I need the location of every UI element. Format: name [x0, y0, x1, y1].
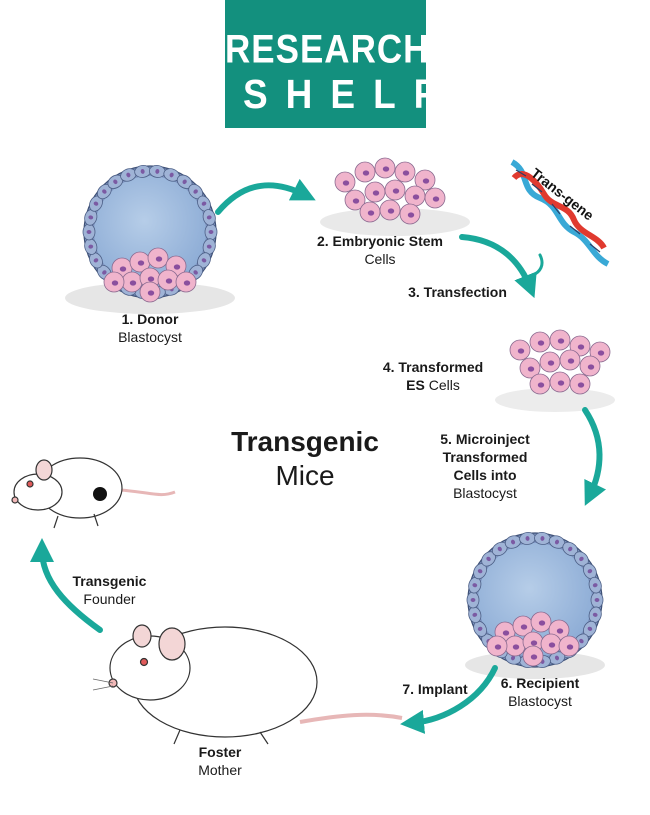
- step-2-title: 2. Embryonic Stem: [316, 233, 444, 249]
- stem-cell: [558, 635, 580, 657]
- step-1-subtitle: Blastocyst: [118, 329, 182, 345]
- stem-cell: [103, 271, 125, 293]
- step-5-line2: Transformed: [442, 449, 528, 465]
- step-6-subtitle: Blastocyst: [508, 693, 572, 709]
- arrow-microinject: [582, 407, 607, 506]
- founder-title: Transgenic: [72, 573, 147, 589]
- arrow-founder: [30, 538, 103, 633]
- stem-cell: [379, 199, 401, 221]
- step-6-title: 6. Recipient: [500, 675, 580, 691]
- step-2-label: 2. Embryonic Stem Cells: [300, 232, 460, 268]
- arrow-transfection: [459, 234, 537, 299]
- stem-cell: [374, 157, 396, 179]
- stem-cell: [509, 339, 531, 361]
- step-5-subtitle: Blastocyst: [453, 485, 517, 501]
- arrow-implant: [400, 665, 498, 734]
- step-4-subtitle: Cells: [428, 377, 460, 393]
- founder-label: Transgenic Founder: [62, 572, 157, 608]
- stem-cell: [549, 329, 571, 351]
- step-4-title: 4. Transformed: [382, 359, 484, 375]
- stem-cell: [504, 635, 526, 657]
- diagram-title: Transgenic Mice: [200, 425, 410, 493]
- foster-subtitle: Mother: [198, 762, 242, 778]
- trophoblast-cell: [590, 591, 604, 609]
- stem-cell: [354, 161, 376, 183]
- foster-title: Foster: [198, 744, 242, 760]
- process-arrows: [30, 178, 607, 734]
- step-7-label: 7. Implant: [385, 680, 485, 698]
- transgenic-marker: [93, 487, 107, 501]
- step-5-title: 5. Microinject: [440, 431, 530, 447]
- trophoblast-cell: [466, 591, 480, 609]
- stem-cell: [175, 271, 197, 293]
- step-7-title: 7. Implant: [402, 681, 468, 697]
- title-line-2: Mice: [275, 460, 335, 491]
- stem-cell: [539, 351, 561, 373]
- foster-mother-mouse: [92, 624, 403, 745]
- stem-cell: [559, 349, 581, 371]
- arrow-transgene-in: [531, 253, 544, 277]
- stem-cell: [486, 635, 508, 657]
- step-1-title: 1. Donor: [121, 311, 179, 327]
- stem-cell: [424, 187, 446, 209]
- stem-cell: [399, 203, 421, 225]
- stem-cell: [121, 271, 143, 293]
- step-5-line3: Cells into: [453, 467, 517, 483]
- stem-cell: [157, 269, 179, 291]
- stem-cell: [549, 371, 571, 393]
- step-3-title: 3. Transfection: [408, 284, 507, 300]
- donor-blastocyst: [82, 164, 218, 303]
- step-4-label: 4. Transformed ES Cells: [378, 358, 488, 394]
- step-4-es: ES: [406, 377, 425, 393]
- transgene-dna: Trans-gene: [510, 159, 610, 267]
- stem-cell: [147, 247, 169, 269]
- recipient-blastocyst: [466, 531, 604, 669]
- logo-line-2: SHELF: [243, 71, 455, 117]
- stem-cell: [139, 281, 161, 303]
- logo-line-1: RESEARCH: [225, 27, 430, 72]
- step-5-label: 5. Microinject Transformed Cells into Bl…: [430, 430, 540, 502]
- arrow-donor-to-es: [215, 178, 316, 215]
- step-6-label: 6. Recipient Blastocyst: [490, 674, 590, 710]
- step-3-label: 3. Transfection: [395, 283, 520, 301]
- stem-cell: [359, 201, 381, 223]
- stem-cell: [529, 331, 551, 353]
- stem-cell: [394, 161, 416, 183]
- transgenic-founder-mouse: [11, 457, 176, 529]
- step-2-subtitle: Cells: [364, 251, 396, 267]
- transformed-shadow: [495, 388, 615, 412]
- stem-cell: [404, 185, 426, 207]
- stem-cell: [569, 373, 591, 395]
- stem-cell: [334, 171, 356, 193]
- stem-cell: [384, 179, 406, 201]
- stem-cell: [579, 355, 601, 377]
- trophoblast-cell: [204, 223, 218, 241]
- es-shadow: [320, 208, 470, 236]
- stem-cell: [364, 181, 386, 203]
- transformed-es-cells: [509, 329, 611, 395]
- foster-mother-label: Foster Mother: [180, 743, 260, 779]
- research-shelf-logo: RESEARCH SHELF: [225, 0, 455, 128]
- step-1-label: 1. Donor Blastocyst: [100, 310, 200, 346]
- founder-subtitle: Founder: [83, 591, 136, 607]
- stem-cell: [540, 633, 562, 655]
- stem-cell: [529, 373, 551, 395]
- stem-cell: [530, 611, 552, 633]
- trophoblast-cell: [82, 223, 96, 241]
- title-line-1: Transgenic: [231, 426, 379, 457]
- stem-cell: [522, 645, 544, 667]
